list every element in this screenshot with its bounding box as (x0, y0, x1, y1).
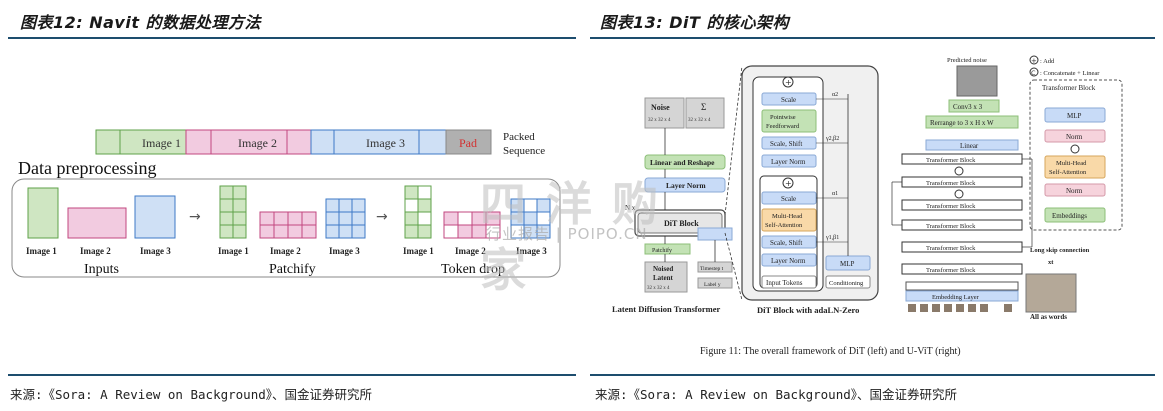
tokendrop-image2: Image 2 (455, 246, 486, 256)
inputs-image1: Image 1 (26, 246, 57, 256)
tb-detail-mhsa-1: Multi-Head (1056, 160, 1087, 167)
inputs-image2: Image 2 (80, 246, 111, 256)
tb-2: Transformer Block (926, 180, 976, 187)
all-as-words: All as words (1030, 313, 1067, 321)
uvit-linear: Linear (960, 142, 979, 150)
tb-6: Transformer Block (926, 267, 976, 274)
tb-3: Transformer Block (926, 203, 976, 210)
packed-image2-label: Image 2 (238, 136, 277, 150)
tb-detail-title: Transformer Block (1042, 84, 1096, 92)
nx-label: N x (625, 204, 636, 212)
sigma-dims: 32 x 32 x 4 (688, 118, 711, 123)
layer-norm-2: Layer Norm (771, 257, 806, 265)
gamma2-beta2: γ2,β2 (825, 136, 839, 142)
layer-norm-1: Layer Norm (771, 158, 806, 166)
dit-caption: Latent Diffusion Transformer (612, 304, 721, 314)
tb-detail-mlp: MLP (1067, 112, 1082, 120)
tb-detail-norm-top: Norm (1066, 133, 1083, 141)
left-panel-title: 图表12: Navit 的数据处理方法 (20, 13, 262, 32)
noised-1: Noised (653, 265, 673, 273)
linear-reshape: Linear and Reshape (650, 158, 715, 167)
timestep-box: Timestep t (700, 266, 724, 272)
sigma-label: Σ (701, 102, 706, 112)
packed-image1-label: Image 1 (142, 136, 181, 150)
tb-1: Transformer Block (926, 157, 976, 164)
scale-top: Scale (781, 96, 796, 104)
data-preprocessing-heading: Data preprocessing (18, 158, 156, 178)
packed-pad-label: Pad (459, 136, 477, 150)
scale-shift-1: Scale, Shift (770, 140, 802, 148)
stage-patchify: Patchify (269, 262, 316, 277)
stage-inputs: Inputs (84, 262, 119, 277)
uvit-diagram: Predicted noise Conv3 x 3 Rerrange to 3 … (891, 57, 1090, 321)
tb-5: Transformer Block (926, 245, 976, 252)
rearrange-box: Rerrange to 3 x H x W (930, 119, 994, 127)
tb-detail-mhsa-2: Self-Attention (1049, 169, 1087, 176)
right-panel-title: 图表13: DiT 的核心架构 (600, 13, 789, 32)
pointwise-1: Pointwise (770, 114, 796, 121)
xt-label: xt (1048, 259, 1054, 266)
noise-dims: 32 x 32 x 4 (648, 118, 671, 123)
conv-box: Conv3 x 3 (953, 103, 983, 111)
dit-diagram: Noise 32 x 32 x 4 Σ 32 x 32 x 4 Linear a… (612, 97, 733, 314)
left-source: 来源:《Sora: A Review on Background》、国金证券研究… (10, 387, 372, 402)
add-mid-icon: + (785, 179, 792, 188)
patchify-image1: Image 1 (218, 246, 249, 256)
packed-sequence: Image 1 Image 2 Image 3 Pad Packed Seque… (95, 129, 545, 157)
noised-dims: 32 x 32 x 4 (647, 286, 670, 291)
mhsa-2: Self-Attention (765, 222, 803, 229)
scale-mid: Scale (781, 195, 796, 203)
legend-add-icon: + (1031, 57, 1037, 65)
dit-layer-norm: Layer Norm (666, 181, 706, 190)
embedding-layer: Embedding Layer (932, 294, 980, 301)
patchify-image3: Image 3 (329, 246, 360, 256)
preprocessing-frame (11, 178, 561, 278)
legend-concat-icon: C (1031, 69, 1036, 77)
tb-4: Transformer Block (926, 223, 976, 230)
arrow-1: → (189, 209, 201, 225)
transformer-block-detail: + : Add C : Concatenate + Linear Transfo… (1029, 55, 1123, 231)
legend-add: : Add (1040, 58, 1055, 65)
right-bottom-rule (590, 374, 1155, 376)
conditioning-box: Conditioning (829, 280, 864, 287)
alpha1: α1 (832, 191, 838, 197)
scale-shift-2: Scale, Shift (770, 239, 802, 247)
patchify-image2: Image 2 (270, 246, 301, 256)
dit-figure: Noise 32 x 32 x 4 Σ 32 x 32 x 4 Linear a… (612, 55, 1123, 357)
left-top-rule (8, 37, 576, 39)
left-bottom-rule (8, 374, 576, 376)
legend-concat: : Concatenate + Linear (1040, 70, 1100, 77)
gamma1-beta1: γ1,β1 (825, 235, 839, 241)
noised-2: Latent (653, 274, 674, 282)
dit-block-caption: DiT Block with adaLN-Zero (757, 305, 859, 315)
alpha2: α2 (832, 92, 838, 98)
mlp-box: MLP (840, 260, 855, 268)
tokendrop-image1: Image 1 (403, 246, 434, 256)
stage-token-drop: Token drop (441, 262, 505, 277)
dit-block-diagram: + Scale Pointwise Feedforward Scale, Shi… (724, 65, 879, 315)
packed-label-1: Packed (503, 131, 535, 143)
patchify-box: Patchify (652, 247, 672, 254)
navit-figure: Image 1 Image 2 Image 3 Pad Packed Seque… (11, 129, 561, 278)
tb-detail-embeddings: Embeddings (1052, 212, 1087, 220)
label-y-box: Label y (704, 282, 721, 288)
input-tokens: Input Tokens (766, 279, 803, 287)
figure-caption: Figure 11: The overall framework of DiT … (700, 346, 961, 357)
noise-label: Noise (651, 103, 670, 112)
predicted-noise: Predicted noise (947, 57, 987, 64)
right-top-rule (590, 37, 1155, 39)
packed-label-2: Sequence (503, 145, 545, 157)
dit-block-label: DiT Block (664, 219, 699, 228)
arrow-2: → (376, 209, 388, 225)
long-skip: Long skip connection (1030, 247, 1090, 254)
tokendrop-image3: Image 3 (516, 246, 547, 256)
mhsa-1: Multi-Head (772, 213, 803, 220)
packed-image3-label: Image 3 (366, 136, 405, 150)
inputs-image3: Image 3 (140, 246, 171, 256)
add-top-icon: + (785, 78, 792, 87)
pointwise-2: Feedforward (766, 123, 800, 130)
right-source: 来源:《Sora: A Review on Background》、国金证券研究… (595, 387, 957, 402)
tb-detail-norm-bottom: Norm (1066, 187, 1083, 195)
